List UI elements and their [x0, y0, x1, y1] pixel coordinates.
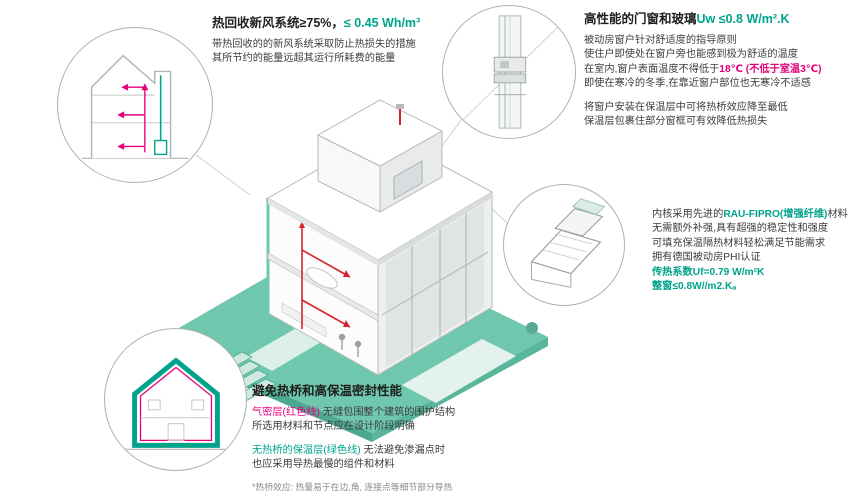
- profile-callout: 内核采用先进的RAU-FIPRO(增强纤维)材料 无需额外补强,具有超强的稳定性…: [652, 208, 864, 295]
- thermal-line-3-rest: 无法避免渗漏点时: [360, 444, 446, 456]
- ventilation-house-diagram: [81, 54, 189, 159]
- thermal-footnote: *热桥效应: 热量易于在边,角, 连接点等细节部分导热: [252, 481, 453, 492]
- windows-title: 高性能的门窗和玻璃Uw ≤0.8 W/m².K: [584, 12, 860, 28]
- upper-storey: [316, 99, 444, 213]
- windows-line-5: 将窗户安装在保温层中可将热桥效应降至最低: [584, 101, 788, 113]
- thermal-line-1-rest: 无缝包围整个建筑的围护结构: [319, 406, 456, 418]
- profile-line-2: 无需额外补强,具有超强的稳定性和强度: [652, 223, 829, 235]
- ventilation-callout: 热回收新风系统≥75%，≤ 0.45 Wh/m³ 带热回收的的新风系统采取防止热…: [212, 16, 502, 67]
- windows-line-4: 即使在寒冷的冬季,在靠近窗户部位也无寒冷不适感: [584, 78, 811, 90]
- thermal-line-4: 也应采用导热最慢的组件和材料: [252, 459, 395, 471]
- thermal-line-3: 无热桥的保温层(绿色线) 无法避免渗漏点时: [252, 444, 557, 458]
- windows-line-2: 使住户即使处在窗户旁也能感到极为舒适的温度: [584, 49, 798, 61]
- profile-line-4: 拥有德国被动房PHI认证: [652, 252, 761, 264]
- insulation-layer-outline: [132, 357, 220, 448]
- frame-profile-diagram: [530, 198, 606, 288]
- profile-line-1-highlight: RAU-FIPRO(增强纤维): [723, 209, 828, 220]
- profile-uw-value: 整窗≤0.8W//m2.K。: [652, 281, 743, 293]
- door: [167, 423, 185, 441]
- windows-title-main: 高性能的门窗和玻璃: [584, 12, 697, 26]
- exhaust-vent: [396, 104, 404, 109]
- thermal-line-1: 气密层(红色线) 无缝包围整个建筑的围护结构: [252, 406, 557, 420]
- ventilation-title-accent: ≤ 0.45 Wh/m³: [343, 16, 421, 30]
- windows-callout: 高性能的门窗和玻璃Uw ≤0.8 W/m².K 被动房窗户针对舒适度的指导原则 …: [584, 12, 860, 130]
- profile-line-1: 内核采用先进的RAU-FIPRO(增强纤维)材料: [652, 208, 864, 222]
- ventilation-title-main: 热回收新风系统≥75%，: [212, 16, 344, 30]
- heat-exchanger: [154, 139, 168, 156]
- thermal-title: 避免热桥和高保温密封性能: [252, 384, 403, 398]
- insulation-layer-label: 无热桥的保温层(绿色线): [252, 444, 361, 456]
- insulation-detail-circle: [104, 328, 247, 471]
- windows-line-6: 保温层包裹住部分窗框可有效降低热损失: [584, 116, 768, 128]
- profile-line-1-post: 材料: [827, 209, 848, 220]
- profile-uf-value: 传热系数Uf=0.79 W/m²K: [652, 266, 765, 278]
- thermal-callout: 避免热桥和高保温密封性能 气密层(红色线) 无缝包围整个建筑的围护结构 所选用材…: [252, 384, 557, 492]
- ventilation-ducts: [301, 221, 351, 329]
- profile-line-3: 可填充保温隔热材料轻松满足节能需求: [652, 237, 826, 249]
- occupant-figures: [338, 333, 362, 357]
- ventilation-title: 热回收新风系统≥75%，≤ 0.45 Wh/m³: [212, 16, 502, 32]
- duct-arrows: [299, 221, 350, 327]
- thermal-line-2: 所选用材料和节点应在设计阶段明确: [252, 421, 415, 433]
- bathtub: [306, 267, 338, 289]
- profile-line-1-pre: 内核采用先进的: [652, 209, 724, 220]
- ventilation-line-1: 带热回收的的新风系统采取防止热损失的措施: [212, 38, 416, 50]
- ventilation-line-2: 其所节约的能量远超其运行所耗费的能量: [212, 53, 396, 65]
- supply-air-arrowheads: [117, 83, 149, 150]
- insulation-house-diagram: [120, 357, 232, 450]
- frame-profile-circle: [503, 184, 625, 306]
- airtight-layer-label: 气密层(红色线): [252, 406, 320, 418]
- windows-line-3-pre: 在室内,窗户表面温度不得低于: [584, 63, 720, 75]
- window-section-diagram: [460, 15, 560, 129]
- windows-line-1: 被动房窗户针对舒适度的指导原则: [584, 34, 737, 46]
- ventilation-detail-circle: [57, 27, 213, 183]
- windows-line-3: 在室内,窗户表面温度不得低于18℃ (不低于室温3℃): [584, 63, 860, 77]
- windows-line-3-highlight: 18℃ (不低于室温3℃): [719, 63, 822, 75]
- windows-title-accent: Uw ≤0.8 W/m².K: [696, 12, 790, 26]
- airtight-layer-outline: [139, 366, 213, 442]
- window-section-circle: [442, 5, 576, 139]
